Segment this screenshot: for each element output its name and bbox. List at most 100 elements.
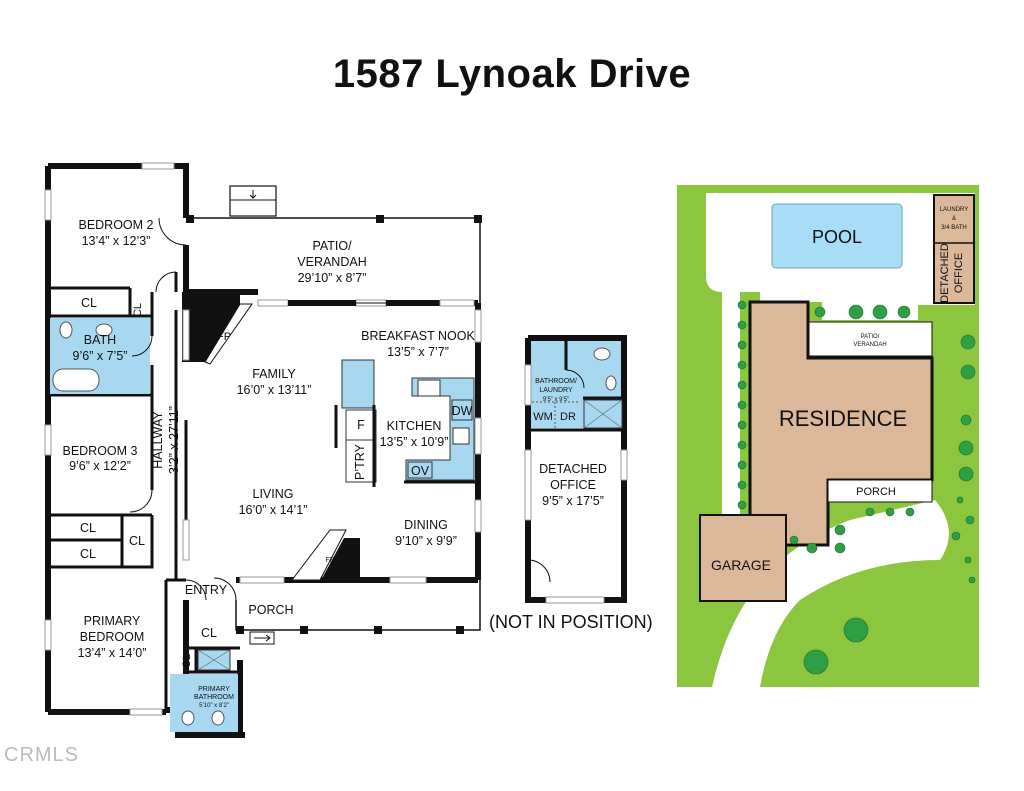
patio-line2: VERANDAH: [297, 255, 366, 269]
office-bath-line2: LAUNDRY: [539, 387, 573, 394]
site-porch: [827, 479, 933, 503]
primary-bath-walls: [186, 646, 240, 674]
primary-bath-line1: PRIMARY: [198, 686, 230, 693]
office-door-swing: [527, 559, 551, 583]
wm-label: WM: [533, 411, 553, 423]
fireplace-top-hearth: [204, 303, 253, 365]
pantry-label: P’TRY: [353, 443, 367, 480]
office-windows: [524, 364, 628, 604]
bedroom2-dims: 13’4” x 12’3”: [82, 234, 151, 248]
office-labels: BATHROOM/ LAUNDRY 9’5” x 9’5” WM DR DETA…: [533, 378, 607, 508]
site-residence-label: RESIDENCE: [779, 406, 907, 431]
hallway-dims: 3’2” x 27’11”: [167, 406, 181, 474]
office-plan: [524, 335, 628, 604]
fridge: [345, 409, 377, 441]
entry-label: ENTRY: [185, 583, 228, 597]
site-garage-label: GARAGE: [711, 557, 771, 573]
primary-bedroom-line2: BEDROOM: [80, 630, 145, 644]
dining-name: DINING: [404, 518, 448, 532]
cl-top-small: CL: [132, 303, 144, 317]
office-toilet: [593, 347, 611, 361]
patio-step-arrow: [249, 190, 257, 199]
page-title: 1587 Lynoak Drive: [332, 52, 692, 96]
watermark: CRMLS: [4, 744, 80, 766]
fp-top: FP: [217, 331, 231, 343]
primary-bath-floor: [170, 674, 238, 732]
door-swings: [129, 217, 237, 601]
right-windows: [474, 309, 482, 533]
office-sink: [605, 375, 617, 391]
fp-bottom: FP: [326, 557, 335, 564]
office-bath-dims: 9’5” x 9’5”: [543, 397, 569, 403]
pool: [771, 203, 903, 269]
office-line1: DETACHED: [539, 462, 607, 476]
main-plan-labels: BEDROOM 2 13’4” x 12’3” CL CL BATH 9’6” …: [62, 218, 475, 709]
site-patio-line1: PATIO/: [861, 334, 880, 340]
site-patio: [807, 321, 933, 357]
office-bath-line1: BATHROOM/: [535, 378, 577, 385]
porch-label: PORCH: [248, 603, 293, 617]
bathtub: [52, 368, 100, 392]
bath-toilet: [59, 321, 73, 339]
dr-label: DR: [560, 411, 576, 423]
fridge-label: F: [357, 418, 365, 432]
kitchen-name: KITCHEN: [387, 419, 442, 433]
porch-outline: [235, 580, 481, 631]
dw-label: DW: [452, 404, 473, 418]
site-bushes: [737, 300, 976, 675]
site-office-line2: OFFICE: [953, 253, 965, 293]
left-wing-inner-walls: [48, 272, 188, 712]
dining-dims: 9’10” x 9’9”: [395, 534, 457, 548]
living-dims: 16’0” x 14’1”: [239, 503, 308, 517]
breakfast-dims: 13’5” x 7’7”: [387, 345, 449, 359]
dishwasher: [451, 399, 473, 421]
bedroom3-name: BEDROOM 3: [62, 444, 137, 458]
family-name: FAMILY: [252, 367, 296, 381]
bedroom2-name: BEDROOM 2: [78, 218, 153, 232]
front-windows: [182, 309, 427, 584]
cl-mid-small: CL: [129, 534, 145, 548]
site-office-block: [933, 194, 975, 304]
not-in-position-note: (NOT IN POSITION): [489, 612, 653, 632]
breakfast-name: BREAKFAST NOOK: [361, 329, 475, 343]
site-porch-label: PORCH: [856, 486, 896, 498]
kitchen-walls: [334, 405, 478, 487]
office-line2: OFFICE: [550, 478, 596, 492]
cl-mid2: CL: [80, 547, 96, 561]
site-office-line1: DETACHED: [939, 243, 951, 303]
fireplace-bottom: [320, 538, 360, 582]
primary-bath-line2: BATHROOM: [194, 694, 234, 701]
cl-primary-small: CL: [181, 654, 193, 668]
primary-sink: [211, 710, 225, 726]
left-windows: [44, 162, 175, 716]
living-name: LIVING: [253, 487, 294, 501]
kitchen-island: [341, 359, 375, 409]
kitchen-dims: 13’5” x 10’9”: [380, 435, 449, 449]
kitchen-sink: [452, 427, 470, 445]
site-plan: [677, 185, 979, 687]
primary-toilet: [181, 710, 195, 726]
primary-bath-dims: 5’10” x 8’2”: [199, 703, 229, 709]
fireplace-top: [182, 292, 240, 362]
cl-mid1: CL: [80, 521, 96, 535]
site-garage: [699, 514, 787, 602]
bath-name: BATH: [84, 333, 116, 347]
bath-sink: [95, 323, 113, 337]
side-path: [722, 292, 740, 518]
bath-dims: 9’6” x 7’5”: [73, 349, 128, 363]
ov-label: OV: [411, 464, 430, 478]
cl-top: CL: [81, 296, 97, 310]
office-bath-door-swing: [565, 369, 585, 389]
site-pool-label: POOL: [812, 227, 862, 247]
pantry: [345, 439, 377, 483]
primary-bedroom-dims: 13’4” x 14’0”: [78, 646, 147, 660]
driveway: [712, 500, 949, 687]
site-laundry-line3: 3/4 BATH: [941, 225, 967, 231]
oven: [407, 461, 433, 479]
cooktop: [417, 379, 441, 397]
cl-primary: CL: [201, 626, 217, 640]
site-labels: POOL LAUNDRY & 3/4 BATH DETACHED OFFICE …: [711, 207, 968, 573]
site-laundry-line1: LAUNDRY: [940, 207, 969, 213]
primary-bedroom-line1: PRIMARY: [84, 614, 141, 628]
